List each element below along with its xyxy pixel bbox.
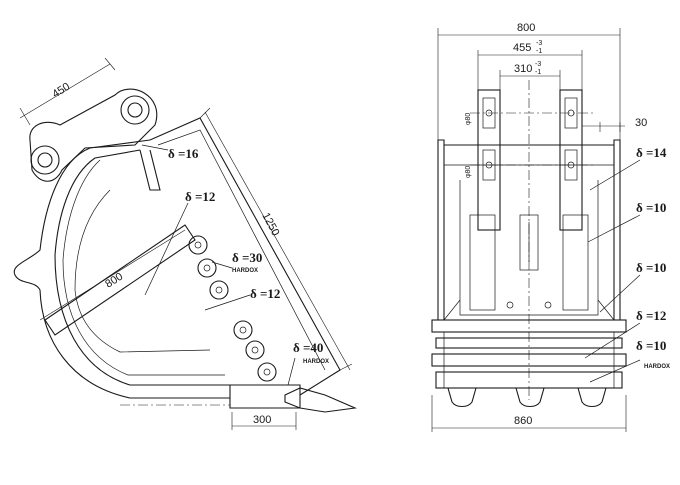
side-edge-inner <box>157 129 326 371</box>
label-thickness-12-mid: δ =12 <box>250 286 280 301</box>
dim-310-label: 310 <box>514 63 532 75</box>
dim-1250-label: 1250 <box>259 211 281 238</box>
dim-455-tol-bot: -1 <box>536 48 542 55</box>
right-side-plate <box>613 139 621 321</box>
dim-1250-line <box>204 111 351 371</box>
label-thickness-12-top: δ =12 <box>185 189 215 204</box>
label-hardox-40: HARDOX <box>303 359 329 365</box>
label-thickness-10-b: δ =10 <box>636 260 666 275</box>
label-thickness-16: δ =16 <box>168 146 199 161</box>
label-thickness-10-a: δ =10 <box>636 200 666 215</box>
dim-455-label: 455 <box>513 42 531 54</box>
bottom-bands <box>431 319 627 389</box>
left-side-plate <box>437 139 445 321</box>
dim-30-label: 30 <box>635 117 647 129</box>
inner-liner <box>74 189 211 353</box>
front-teeth <box>447 387 607 408</box>
bucket-tooth <box>284 387 358 413</box>
dim-800-side-label: 800 <box>103 271 125 291</box>
dim-310-tol-bot: -1 <box>535 69 541 76</box>
front-view: 800 455 -3 -1 310 -3 -1 30 φ80 φ80 860 δ… <box>431 22 670 432</box>
dim-300-label: 300 <box>253 414 271 426</box>
wear-strip <box>62 159 225 376</box>
lower-pin-hole <box>37 152 53 168</box>
ear-plate-outline <box>29 88 158 182</box>
side-view: 450 1250 800 300 δ =16 δ =12 δ =30 HARDO… <box>13 57 358 430</box>
bottom-plate <box>229 384 301 409</box>
pin-dia-1-label: φ80 <box>465 113 472 125</box>
bucket-shell-outer <box>13 139 230 399</box>
upper-pin-boss <box>120 95 150 125</box>
label-thickness-10-c: δ =10 <box>636 338 666 353</box>
adapter-bosses <box>188 235 277 382</box>
dim-860-label: 860 <box>514 415 532 427</box>
label-hardox-30: HARDOX <box>232 268 258 274</box>
top-reinforcement <box>139 149 161 191</box>
pin-dia-2-label: φ80 <box>465 166 472 178</box>
label-thickness-40: δ =40 <box>293 340 323 355</box>
dim-310-tol-top: -3 <box>535 61 541 68</box>
ear-plates <box>477 89 583 231</box>
label-hardox-10: HARDOX <box>644 364 670 370</box>
bucket-shell-inner <box>54 149 230 386</box>
label-thickness-14: δ =14 <box>636 145 667 160</box>
dim-455-tol-top: -3 <box>536 40 542 47</box>
lower-pin-boss <box>30 145 60 175</box>
side-cutting-edge <box>149 117 341 396</box>
label-thickness-12: δ =12 <box>636 308 666 323</box>
label-thickness-30: δ =30 <box>232 250 262 265</box>
dim-800-side-line <box>39 229 186 321</box>
dim-450-line <box>19 63 111 119</box>
dim-800-front-label: 800 <box>517 22 535 34</box>
cross-beam <box>44 224 196 336</box>
upper-pin-hole <box>127 102 143 118</box>
